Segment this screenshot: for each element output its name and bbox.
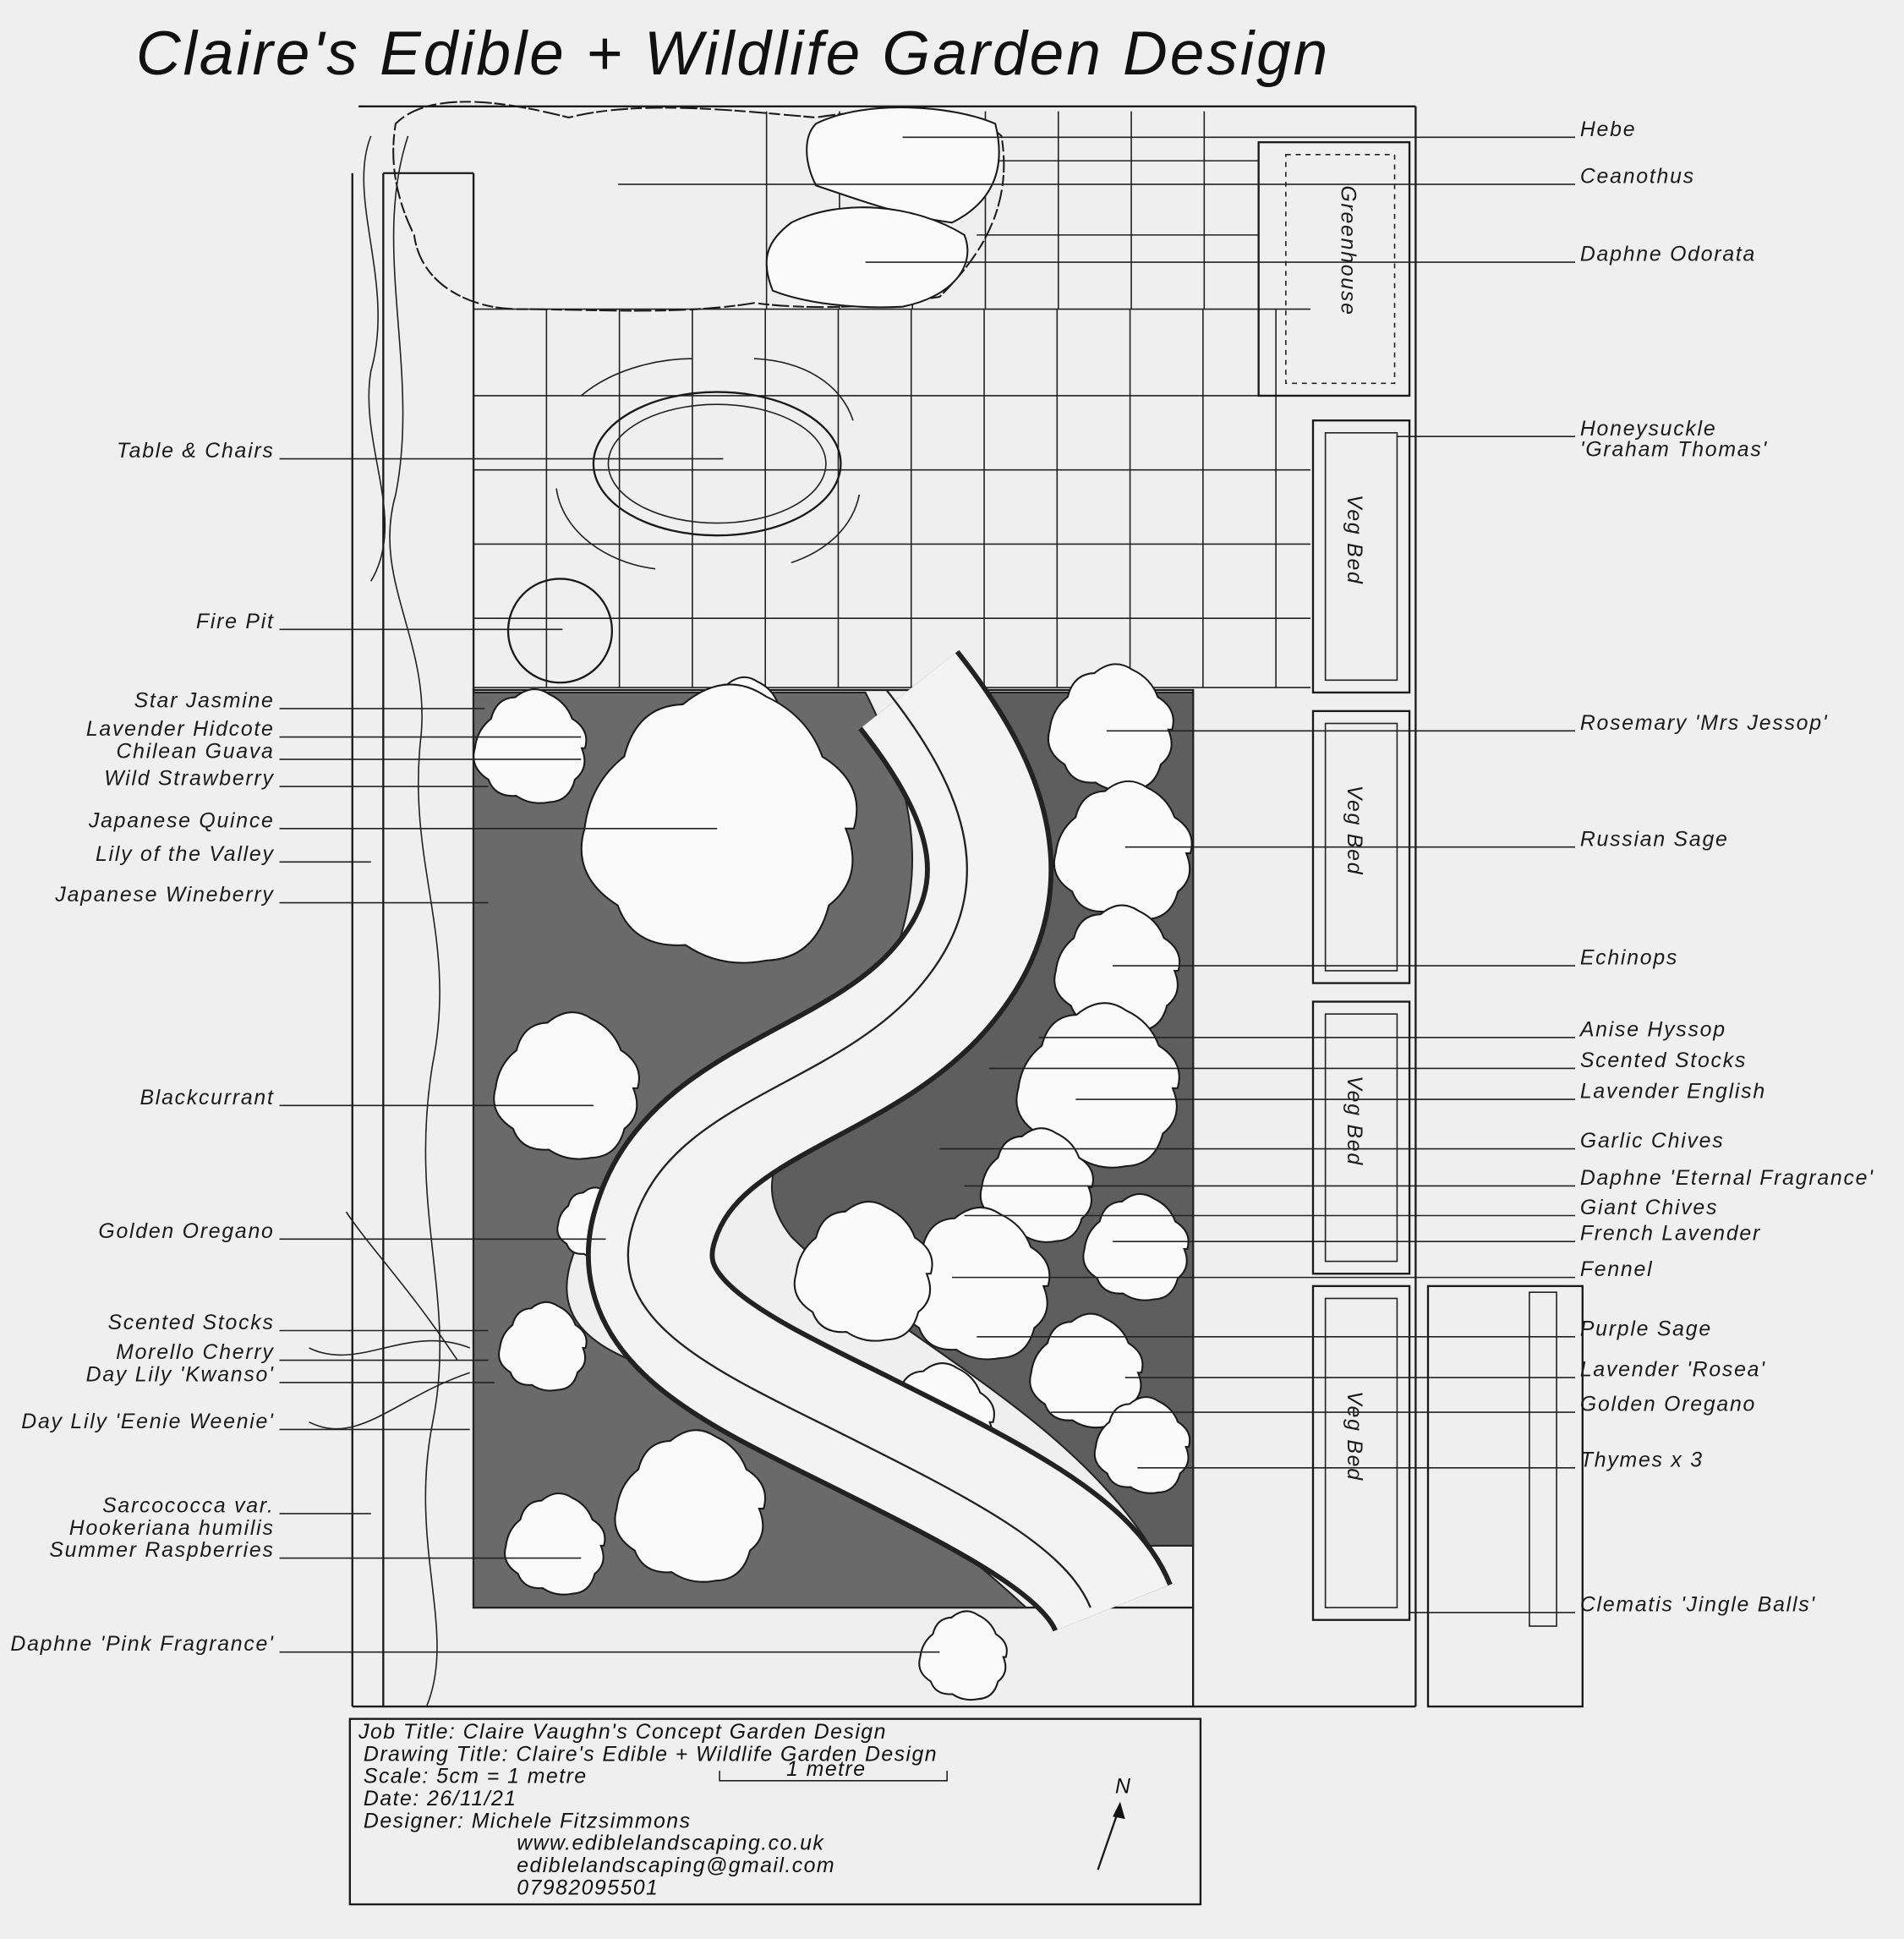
veg-bed-inner — [1324, 1297, 1398, 1608]
shrub — [1015, 1002, 1180, 1169]
scale-bar-label: 1 metre — [786, 1758, 866, 1781]
shrub — [498, 1301, 588, 1392]
top-shrub-border — [392, 101, 1005, 312]
shrub — [614, 1429, 767, 1583]
shrub — [1082, 1193, 1190, 1301]
left-plant-label: Scented Stocks — [107, 1312, 274, 1334]
right-plant-label: Russian Sage — [1580, 828, 1729, 851]
drawing-title-line: Drawing Title: Claire's Edible + Wildlif… — [364, 1743, 938, 1766]
shrub — [918, 1610, 1008, 1701]
veg-bed-label: Veg Bed — [1343, 495, 1365, 585]
job-title: Job Title: Claire Vaughn's Concept Garde… — [358, 1721, 887, 1744]
left-plant-label: Golden Oregano — [98, 1220, 274, 1243]
left-plant-label: Blackcurrant — [140, 1087, 274, 1109]
left-plant-label: Summer Raspberries — [49, 1539, 274, 1562]
right-plant-label: Thymes x 3 — [1580, 1449, 1704, 1471]
shrub — [493, 1011, 640, 1160]
veg-bed — [1311, 1284, 1411, 1621]
left-plant-label: Hookeriana humilis — [69, 1517, 275, 1540]
designer-text: Designer: Michele Fitzsimmons — [364, 1810, 692, 1832]
right-plant-label: Hebe — [1580, 118, 1636, 141]
greenhouse: Greenhouse — [1257, 141, 1411, 397]
right-plant-label: Golden Oregano — [1580, 1394, 1756, 1416]
scale-bar — [719, 1771, 948, 1782]
email-text: ediblelandscaping@gmail.com — [517, 1854, 835, 1877]
phone-text: 07982095501 — [517, 1876, 659, 1899]
veg-bed-label: Veg Bed — [1343, 1391, 1365, 1482]
veg-bed-inner — [1324, 432, 1398, 682]
right-plant-label: Lavender English — [1580, 1081, 1766, 1104]
right-plant-label: Scented Stocks — [1580, 1049, 1747, 1072]
drawing-title: Claire's Edible + Wildlife Garden Design — [136, 19, 1330, 88]
right-plant-label: French Lavender — [1580, 1223, 1761, 1246]
veg-bed — [1311, 1000, 1411, 1275]
right-plant-label: 'Graham Thomas' — [1580, 439, 1768, 462]
left-plant-label: Morello Cherry — [116, 1341, 274, 1364]
winding-path — [586, 649, 1173, 1635]
left-plant-label: Japanese Wineberry — [54, 884, 274, 907]
right-plant-label: Fennel — [1580, 1258, 1654, 1281]
patio-grid — [473, 111, 1311, 688]
clematis-trellis — [1529, 1291, 1557, 1627]
left-plant-label: Lavender Hidcote — [86, 718, 275, 741]
north-label: N — [1115, 1775, 1131, 1798]
title-block: Job Title: Claire Vaughn's Concept Garde… — [348, 1717, 1202, 1906]
right-plant-label: Clematis 'Jingle Balls' — [1580, 1593, 1816, 1616]
veg-bed-label: Veg Bed — [1343, 786, 1365, 876]
clematis-bed — [1426, 1284, 1584, 1708]
right-plant-label: Ceanothus — [1580, 165, 1695, 188]
scale-text: Scale: 5cm = 1 metre — [364, 1766, 588, 1788]
fence-climbers — [309, 135, 470, 1707]
left-plant-label: Star Jasmine — [134, 689, 275, 712]
left-plant-label: Lily of the Valley — [96, 843, 275, 866]
right-plant-label: Lavender 'Rosea' — [1580, 1359, 1766, 1382]
left-plant-label: Table & Chairs — [117, 440, 275, 463]
greenhouse-label: Greenhouse — [1337, 185, 1360, 315]
right-plant-label: Honeysuckle — [1580, 418, 1717, 441]
veg-bed-label: Veg Bed — [1343, 1076, 1365, 1166]
fire-pit — [506, 578, 614, 684]
shrub — [1093, 1396, 1191, 1494]
right-plant-label: Giant Chives — [1580, 1197, 1718, 1219]
shrub — [504, 1493, 606, 1596]
date-text: Date: 26/11/21 — [364, 1788, 517, 1810]
shrub — [473, 688, 588, 804]
website-text: www.ediblelandscaping.co.uk — [517, 1832, 824, 1855]
right-plant-label: Garlic Chives — [1580, 1130, 1725, 1153]
north-arrow-icon — [1097, 1801, 1125, 1871]
table-and-chairs — [555, 358, 861, 570]
shrub-group — [473, 663, 1193, 1701]
left-plant-label: Day Lily 'Kwanso' — [86, 1363, 275, 1386]
left-plant-label: Fire Pit — [196, 611, 275, 633]
left-plant-label: Daphne 'Pink Fragrance' — [10, 1633, 274, 1656]
shrub — [1053, 780, 1193, 922]
left-plant-label: Sarcococca var. — [102, 1494, 275, 1517]
shrub — [793, 1201, 933, 1342]
left-plant-label: Wild Strawberry — [104, 768, 274, 791]
right-plant-label: Daphne Odorata — [1580, 244, 1756, 266]
left-plant-label: Day Lily 'Eenie Weenie' — [21, 1410, 274, 1433]
shrub — [979, 1127, 1094, 1243]
right-plant-label: Daphne 'Eternal Fragrance' — [1580, 1167, 1874, 1190]
right-plant-label: Purple Sage — [1580, 1317, 1712, 1340]
right-plant-label: Echinops — [1580, 947, 1678, 970]
left-plant-label: Japanese Quince — [88, 809, 275, 832]
left-plant-label: Chilean Guava — [116, 740, 274, 763]
veg-bed — [1311, 419, 1411, 694]
right-plant-label: Rosemary 'Mrs Jessop' — [1580, 712, 1828, 735]
right-plant-label: Anise Hyssop — [1578, 1018, 1726, 1041]
veg-bed-inner — [1324, 1013, 1398, 1263]
